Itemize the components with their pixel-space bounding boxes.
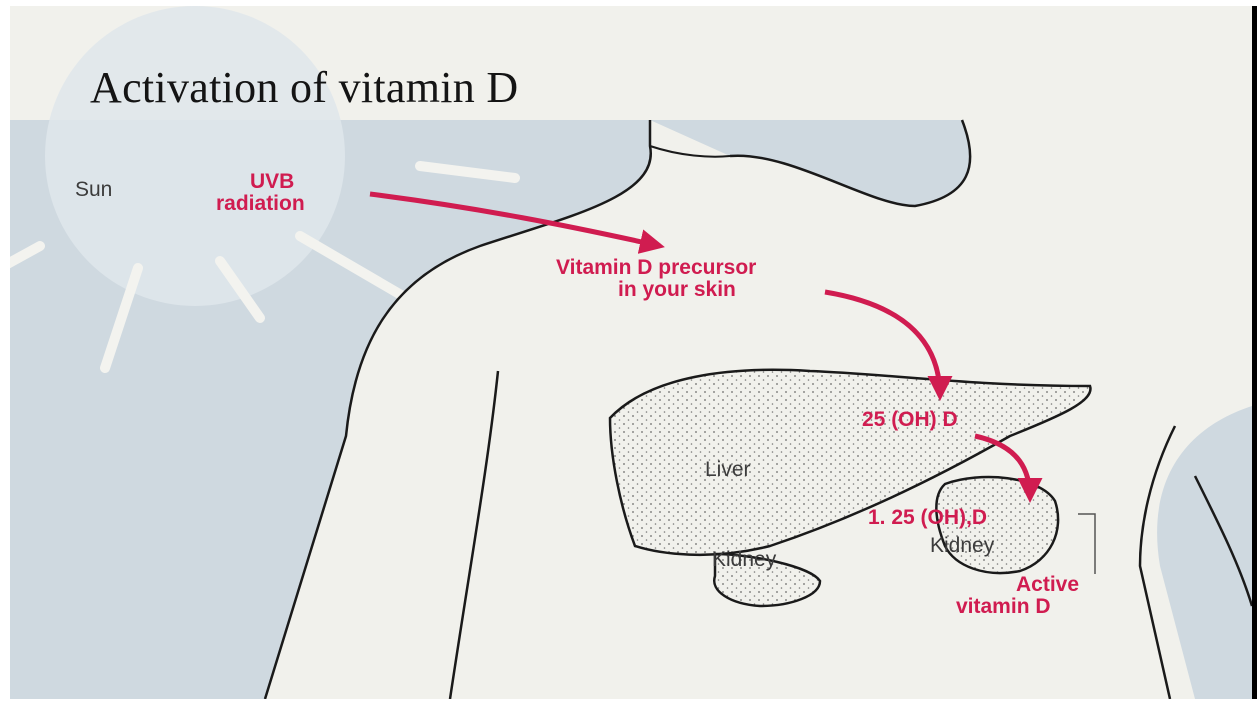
precursor-label-line1: Vitamin D precursor [556,256,756,279]
slide-frame-edge [1252,6,1257,699]
slide: Sun UVB radiation Vitamin D precursor in… [10,6,1252,699]
kidney-product-label: 1. 25 (OH),D [868,506,987,529]
active-label-line1: Active [1016,573,1079,596]
uvb-label-line2: radiation [216,192,305,215]
precursor-label-line2: in your skin [618,278,736,301]
kidney-left-label: Kidney [712,548,777,571]
liver-product-label: 25 (OH) D [862,408,958,431]
sun-label: Sun [75,178,112,201]
kidney-right-label: Kidney [930,534,995,557]
uvb-label-line1: UVB [250,170,294,193]
slide-title: Activation of vitamin D [90,62,519,113]
active-label-line2: vitamin D [956,595,1051,618]
liver-label: Liver [705,458,751,481]
